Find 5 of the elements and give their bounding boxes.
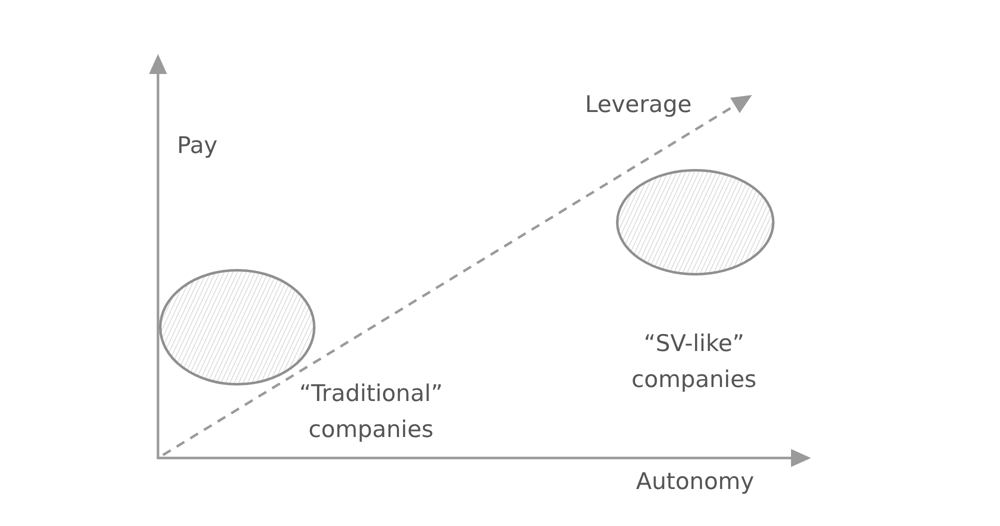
oval-caption: “Traditional” companies [298,380,444,445]
arrow-label: Leverage [585,91,692,119]
axis-label: Autonomy [636,468,754,496]
axis-label: Pay [177,132,218,160]
oval-caption: “SV-like” companies [630,330,758,395]
